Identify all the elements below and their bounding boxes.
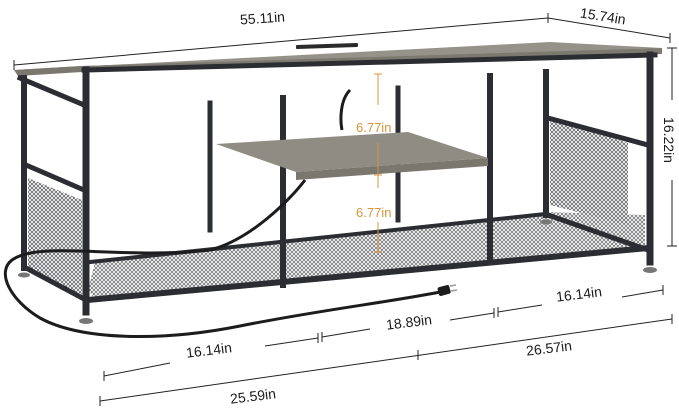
leveling-feet (18, 219, 657, 324)
lower-clearance-label: 6.77in (356, 205, 392, 220)
dimension-lines (13, 13, 677, 406)
left-side-mesh-panel (28, 178, 82, 295)
overall-width-label: 55.11in (239, 8, 286, 28)
tabletop-surface (14, 42, 662, 70)
middle-shelf (216, 132, 488, 172)
bottom-mesh-shelf (88, 212, 645, 300)
tabletop-front-edge (14, 66, 82, 76)
power-cord (3, 88, 441, 338)
height-label: 16.22in (660, 117, 677, 163)
clearance-dimension-lines (374, 73, 382, 253)
power-plug (437, 284, 458, 296)
middle-shelf-edge (296, 158, 488, 180)
power-outlet-slot (295, 42, 359, 50)
right-side-mesh-panel (550, 118, 628, 225)
upper-clearance-label: 6.77in (356, 120, 392, 135)
